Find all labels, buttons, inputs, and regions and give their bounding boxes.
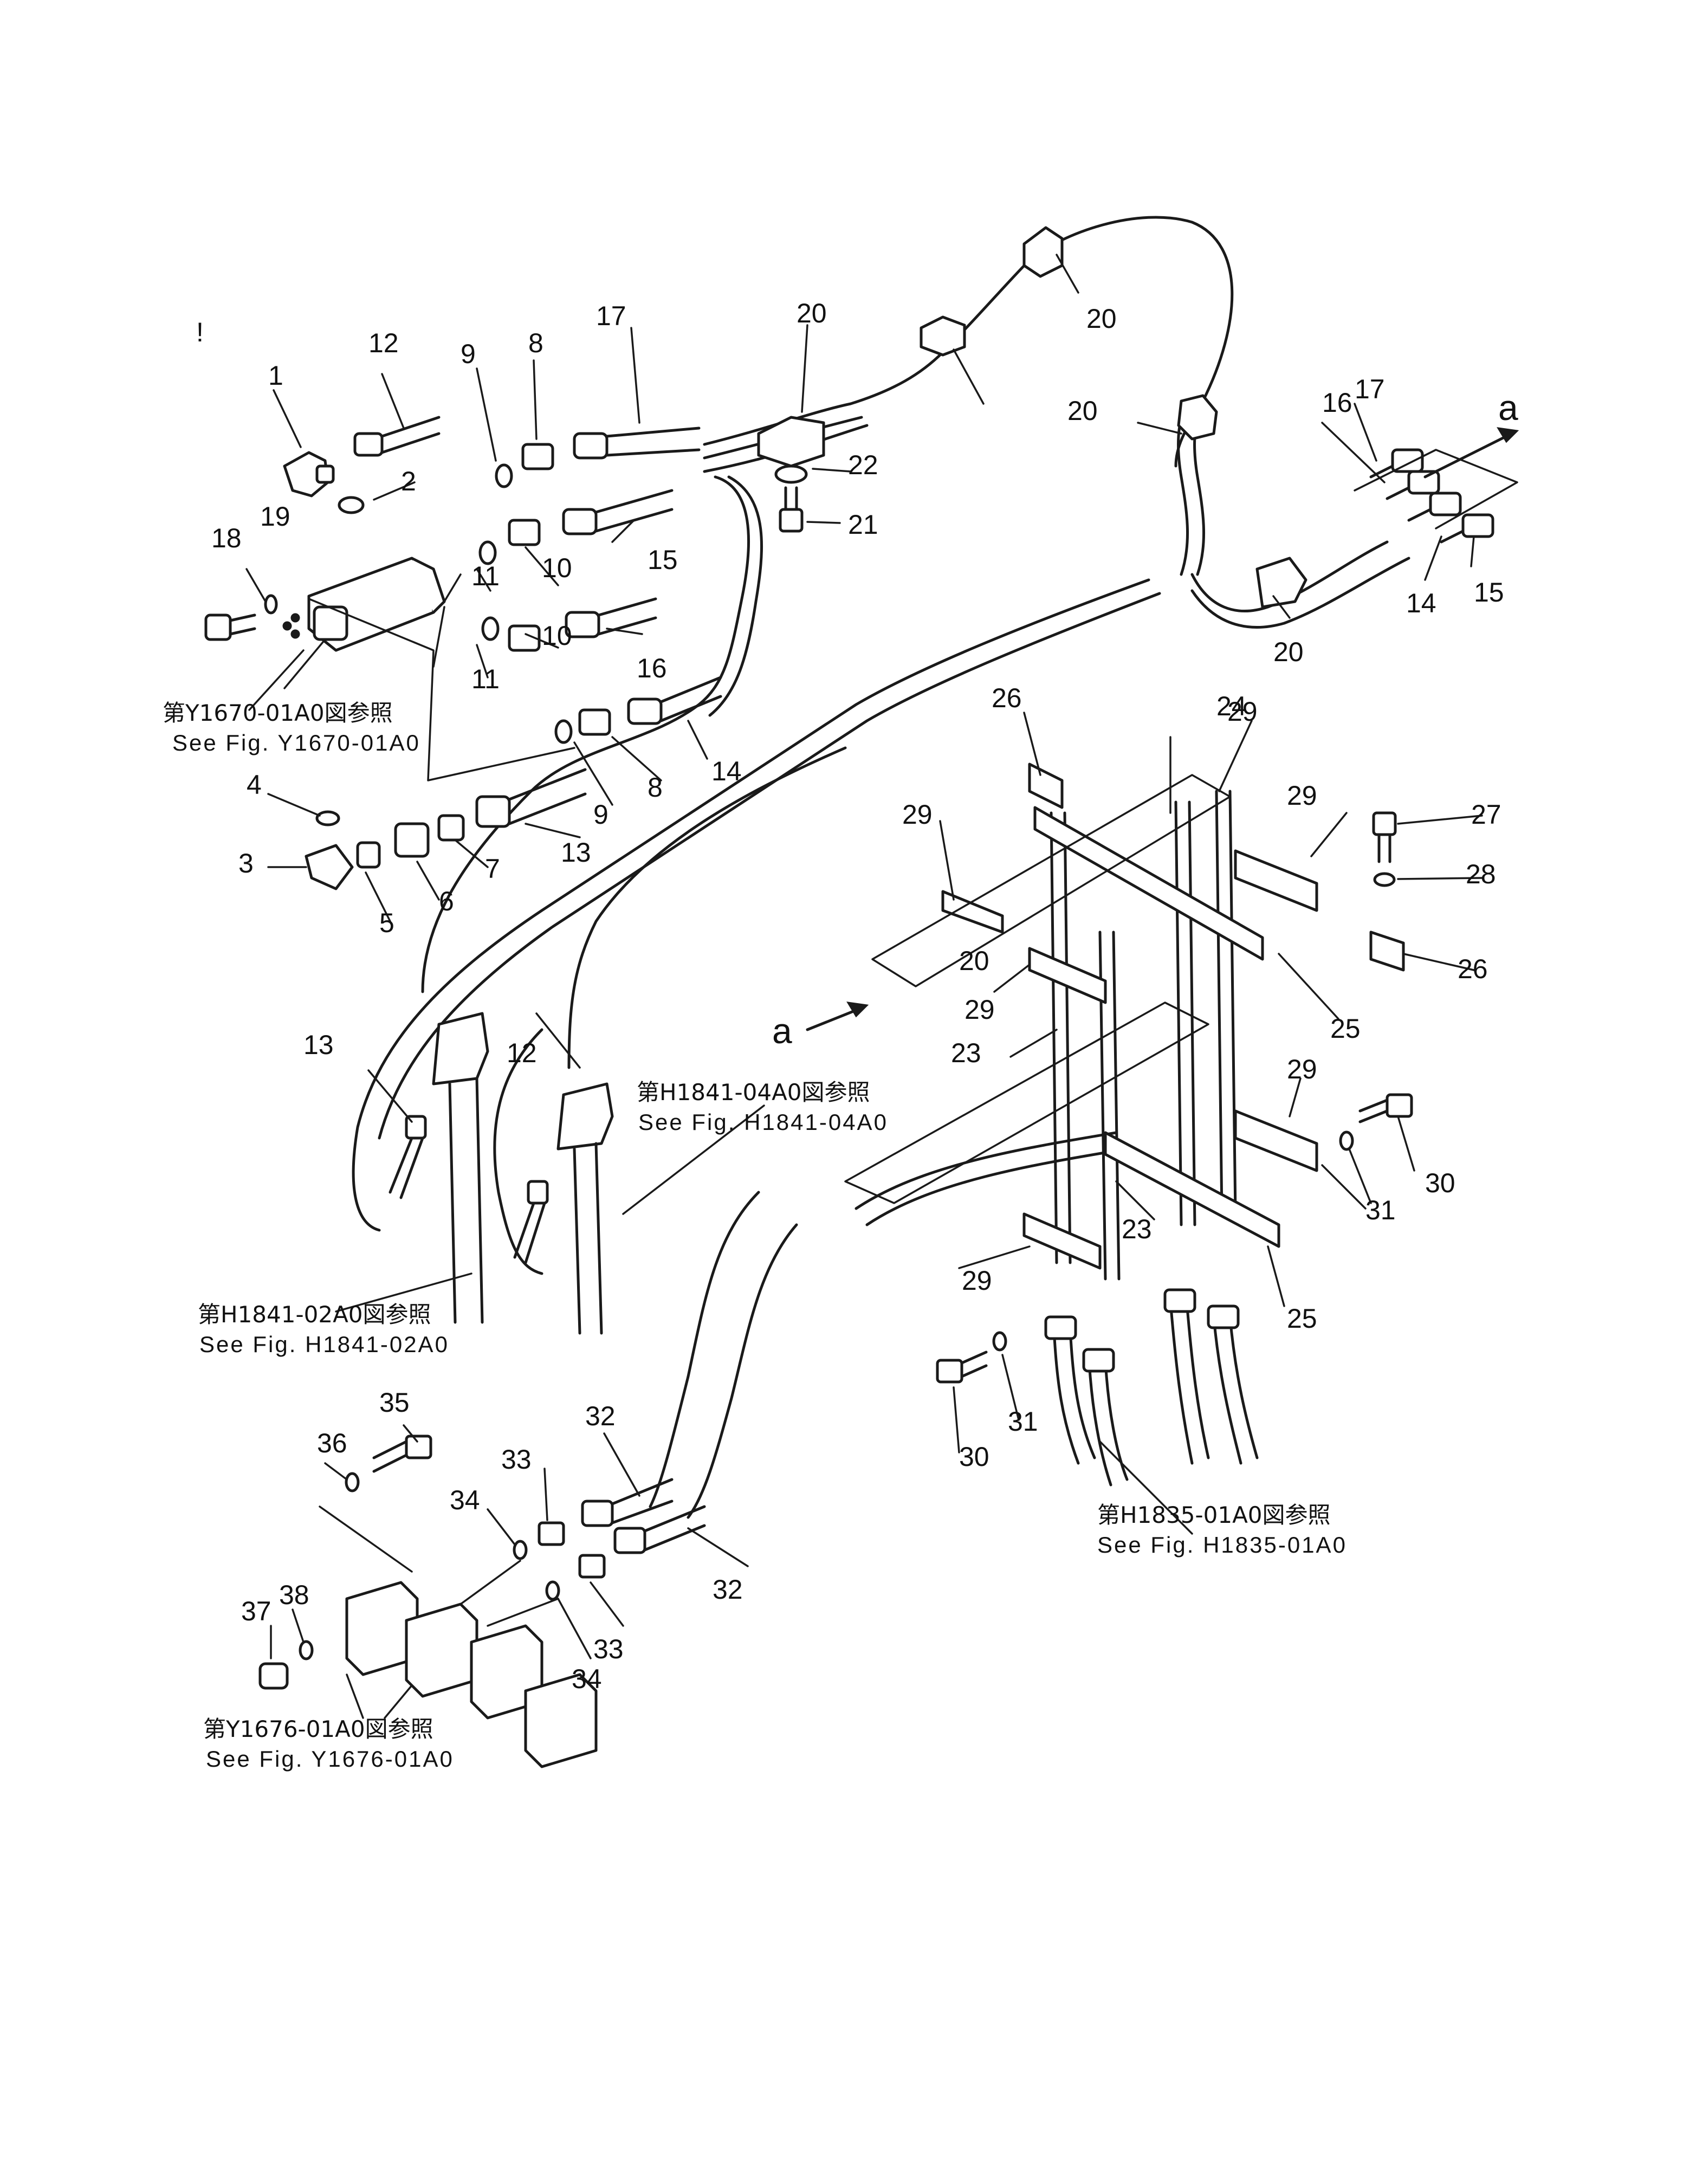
ref-en-y1670: See Fig. Y1670-01A0 bbox=[172, 730, 420, 755]
callout-33: 33 bbox=[501, 1444, 532, 1475]
callout-29: 29 bbox=[1287, 1054, 1317, 1084]
callout-3: 3 bbox=[238, 848, 254, 878]
callout-21: 21 bbox=[848, 509, 878, 540]
ref-en-h1835: See Fig. H1835-01A0 bbox=[1097, 1532, 1347, 1558]
callout-16: 16 bbox=[1322, 387, 1352, 418]
valve-blocks-lower-left bbox=[258, 1012, 706, 1768]
callout-26: 26 bbox=[992, 683, 1022, 713]
callout-12: 12 bbox=[507, 1038, 537, 1068]
stray-mark: ! bbox=[196, 317, 204, 347]
ref-en-h1841-02: See Fig. H1841-02A0 bbox=[199, 1332, 449, 1357]
callout-14: 14 bbox=[711, 756, 742, 786]
callout-37: 37 bbox=[241, 1596, 271, 1626]
callout-1: 1 bbox=[268, 360, 283, 391]
callout-25: 25 bbox=[1287, 1303, 1317, 1334]
callout-9: 9 bbox=[593, 799, 609, 830]
callout-23: 23 bbox=[951, 1038, 981, 1068]
clamps-top bbox=[757, 226, 1518, 609]
ref-jp-y1670: 第Y1670-01A0図参照 bbox=[163, 700, 393, 726]
callout-31: 31 bbox=[1008, 1406, 1038, 1437]
callout-29: 29 bbox=[1287, 780, 1317, 811]
callout-15: 15 bbox=[1474, 577, 1504, 608]
ref-jp-h1841-02: 第H1841-02A0図参照 bbox=[198, 1301, 431, 1328]
ref-jp-h1841-04: 第H1841-04A0図参照 bbox=[637, 1079, 870, 1106]
callout-32: 32 bbox=[585, 1401, 616, 1431]
callout-29: 29 bbox=[962, 1265, 992, 1296]
callout-38: 38 bbox=[279, 1580, 309, 1610]
callout-20: 20 bbox=[1086, 303, 1117, 334]
figure-reference-h1835: 第H1835-01A0図参照 See Fig. H1835-01A0 bbox=[1097, 1502, 1347, 1558]
callout-29: 29 bbox=[964, 994, 995, 1025]
callout-23: 23 bbox=[1122, 1214, 1152, 1244]
callout-9: 9 bbox=[461, 339, 476, 369]
callout-25: 25 bbox=[1330, 1013, 1361, 1044]
callout-35: 35 bbox=[379, 1387, 410, 1418]
callout-36: 36 bbox=[317, 1428, 347, 1458]
figure-reference-y1670: 第Y1670-01A0図参照 See Fig. Y1670-01A0 bbox=[163, 700, 420, 755]
part-number-callouts: 1234567889910101111121213131414151516161… bbox=[211, 298, 1504, 1694]
callout-14: 14 bbox=[1406, 588, 1436, 618]
callout-32: 32 bbox=[713, 1574, 743, 1605]
callout-20: 20 bbox=[1067, 396, 1098, 426]
callout-6: 6 bbox=[439, 886, 454, 916]
callout-16: 16 bbox=[637, 653, 667, 683]
callout-2: 2 bbox=[401, 466, 416, 496]
leader-lines bbox=[245, 254, 1519, 1719]
ref-jp-h1835: 第H1835-01A0図参照 bbox=[1097, 1502, 1331, 1528]
ref-en-y1676: See Fig. Y1676-01A0 bbox=[206, 1746, 454, 1772]
section-markers: a a bbox=[772, 387, 1518, 1051]
ref-en-h1841-04: See Fig. H1841-04A0 bbox=[638, 1109, 888, 1135]
callout-27: 27 bbox=[1471, 799, 1501, 830]
callout-10: 10 bbox=[542, 553, 572, 583]
callout-29: 29 bbox=[902, 799, 933, 830]
callout-33: 33 bbox=[593, 1634, 624, 1664]
section-marker-top: a bbox=[1498, 387, 1518, 428]
ref-jp-y1676: 第Y1676-01A0図参照 bbox=[203, 1716, 433, 1742]
section-marker-left: a bbox=[772, 1011, 792, 1051]
callout-5: 5 bbox=[379, 908, 394, 938]
callout-13: 13 bbox=[303, 1030, 334, 1060]
callout-17: 17 bbox=[1355, 374, 1385, 404]
figure-reference-y1676: 第Y1676-01A0図参照 See Fig. Y1676-01A0 bbox=[203, 1716, 454, 1772]
callout-11: 11 bbox=[471, 664, 500, 694]
callout-34: 34 bbox=[572, 1664, 602, 1694]
callout-30: 30 bbox=[959, 1442, 989, 1472]
callout-24: 24 bbox=[1216, 691, 1247, 721]
callout-8: 8 bbox=[528, 328, 543, 358]
hose-routing bbox=[352, 216, 1410, 1519]
callout-26: 26 bbox=[1458, 954, 1488, 984]
callout-4: 4 bbox=[247, 770, 262, 800]
callout-30: 30 bbox=[1425, 1168, 1455, 1198]
callout-31: 31 bbox=[1365, 1195, 1396, 1225]
valve-assembly-top-left bbox=[204, 416, 722, 890]
callout-20: 20 bbox=[959, 946, 989, 976]
callout-13: 13 bbox=[561, 837, 591, 868]
bracket-frame bbox=[844, 763, 1413, 1487]
callout-8: 8 bbox=[648, 772, 663, 803]
callout-22: 22 bbox=[848, 450, 878, 480]
callout-19: 19 bbox=[260, 501, 290, 532]
callout-10: 10 bbox=[542, 621, 572, 651]
callout-15: 15 bbox=[648, 545, 678, 575]
callout-29: 29 bbox=[1227, 696, 1258, 727]
callout-28: 28 bbox=[1466, 859, 1496, 889]
callout-11: 11 bbox=[471, 561, 500, 591]
figure-reference-h1841-04: 第H1841-04A0図参照 See Fig. H1841-04A0 bbox=[637, 1079, 888, 1135]
callout-34: 34 bbox=[450, 1485, 480, 1515]
figure-reference-h1841-02: 第H1841-02A0図参照 See Fig. H1841-02A0 bbox=[198, 1301, 449, 1357]
callout-20: 20 bbox=[1273, 637, 1304, 667]
callout-7: 7 bbox=[485, 854, 500, 884]
callout-18: 18 bbox=[211, 523, 242, 553]
callout-20: 20 bbox=[797, 298, 827, 328]
callout-12: 12 bbox=[368, 328, 399, 358]
callout-17: 17 bbox=[596, 301, 626, 331]
